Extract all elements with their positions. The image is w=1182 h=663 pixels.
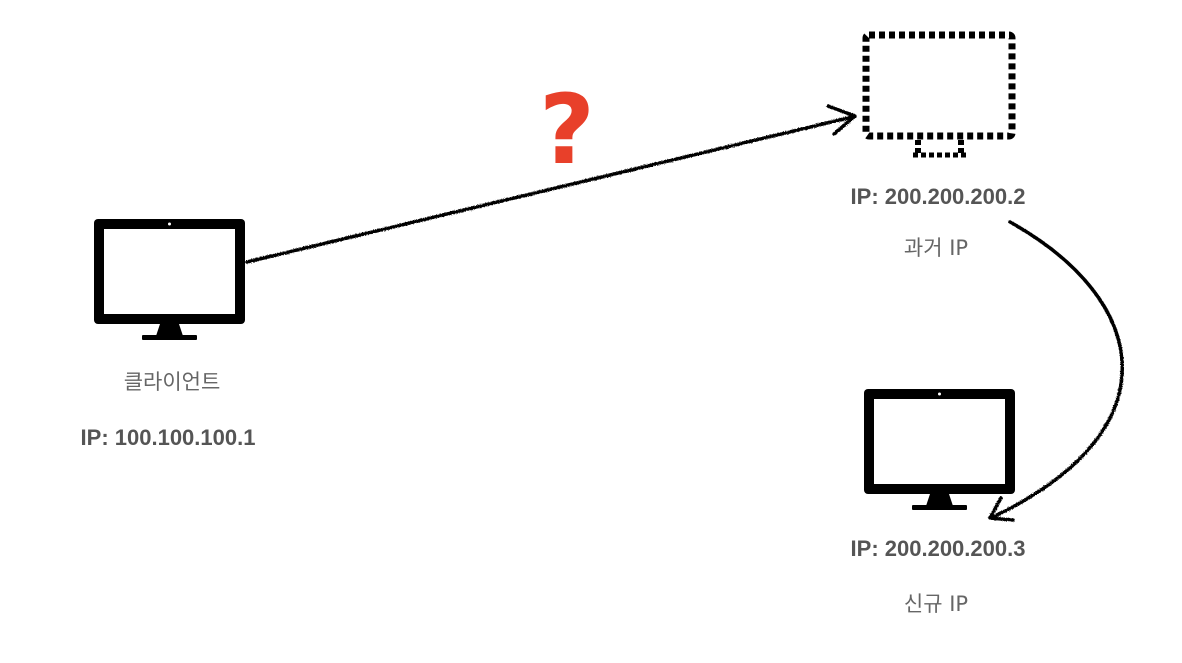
old-server-monitor-icon: [862, 31, 1016, 158]
new-server-note-label: 신규 IP: [903, 592, 969, 616]
client-ip-label: IP: 100.100.100.1: [80, 425, 256, 450]
question-mark: ?: [539, 74, 595, 186]
client-name-label: 클라이언트: [123, 370, 221, 394]
redirect-arrow: [988, 220, 1124, 522]
request-arrow: [245, 104, 857, 264]
new-server-ip-label: IP: 200.200.200.3: [850, 536, 1026, 561]
client-monitor-icon: [94, 219, 245, 340]
old-server-ip-label: IP: 200.200.200.2: [850, 184, 1026, 209]
old-server-note-label: 과거 IP: [903, 236, 969, 260]
new-server-monitor-icon: [864, 389, 1015, 510]
